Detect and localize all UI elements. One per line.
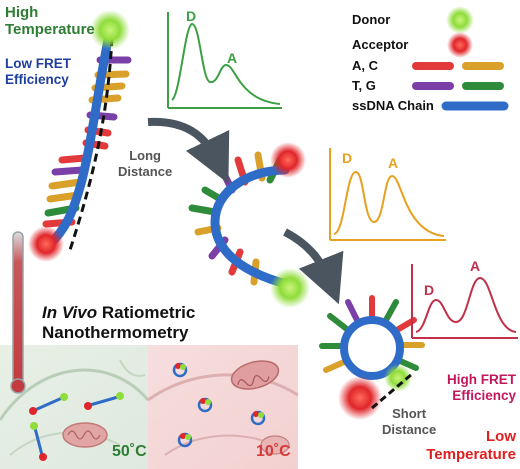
high-fret-line1: High FRET	[447, 372, 516, 387]
in-vivo-text: In Vivo	[42, 303, 98, 322]
high-temperature-label: High Temperature	[5, 4, 95, 38]
high-temp-line1: High	[5, 4, 39, 21]
legend-acceptor-label: Acceptor	[352, 37, 409, 52]
short-distance-line2: Distance	[382, 422, 437, 437]
legend-tg-label: T, G	[352, 78, 376, 93]
cell-panel-50c	[0, 345, 150, 469]
arrow-bent-to-loop	[283, 228, 344, 305]
spectrum-mid-temp	[329, 148, 446, 241]
short-distance-label: Short Distance	[382, 406, 436, 438]
low-fret-line2: Efficiency	[5, 72, 69, 87]
probe-cool-3	[177, 432, 193, 448]
spectrum2-acceptor-letter: A	[388, 155, 399, 171]
spectrum-high-temp	[167, 12, 282, 109]
high-fret-label: High FRET Efficiency	[428, 372, 516, 404]
temp-50c-badge: 50˚C	[112, 443, 147, 461]
probe-warm-2	[84, 392, 124, 410]
title-line1: In Vivo Ratiometric	[42, 303, 195, 323]
probe-cool-4	[250, 410, 266, 426]
low-fret-label: Low FRET Efficiency	[5, 56, 71, 88]
long-distance-label: Long Distance	[118, 148, 172, 180]
ratiometric-text: Ratiometric	[97, 303, 196, 322]
nanothermometry-title: In Vivo Ratiometric Nanothermometry	[42, 303, 195, 343]
low-temp-line2: Temperature	[426, 446, 516, 463]
probe-warm-3	[30, 422, 47, 461]
title-line2: Nanothermometry	[42, 323, 189, 342]
probe-cool-2	[197, 397, 213, 413]
spectrum3-acceptor-letter: A	[470, 258, 481, 274]
probe-warm-1	[29, 393, 68, 415]
low-fret-line1: Low FRET	[5, 56, 71, 71]
low-temperature-label: Low Temperature	[420, 428, 516, 464]
high-fret-line2: Efficiency	[452, 388, 516, 403]
spectrum2-donor-letter: D	[342, 150, 353, 166]
legend-acceptor-swatch	[447, 32, 473, 58]
long-distance-line1: Long	[129, 148, 161, 163]
spectrum1-donor-letter: D	[186, 8, 197, 24]
bent-ssdna	[188, 142, 310, 308]
spectrum-low-temp	[411, 264, 518, 339]
legend-donor-label: Donor	[352, 12, 391, 27]
legend-ac-label: A, C	[352, 58, 378, 73]
short-distance-line1: Short	[392, 406, 427, 421]
legend-donor-swatch	[446, 6, 474, 34]
thermometer-icon	[10, 231, 26, 394]
cell-panel-10c	[147, 345, 299, 469]
stretched-ssdna	[28, 10, 132, 262]
temp-50c-text: 50˚C	[112, 443, 147, 460]
looped-ssdna	[319, 295, 425, 420]
legend-ssdna-label: ssDNA Chain	[352, 98, 434, 113]
long-distance-line2: Distance	[118, 164, 173, 179]
low-temp-line1: Low	[486, 428, 516, 445]
spectrum1-acceptor-letter: A	[227, 50, 238, 66]
temp-10c-badge: 10˚C	[256, 443, 291, 461]
probe-cool-1	[172, 362, 188, 378]
temp-10c-text: 10˚C	[256, 443, 291, 460]
arrow-stretched-to-bent	[147, 117, 230, 184]
high-temp-line2: Temperature	[5, 21, 95, 38]
spectrum3-donor-letter: D	[424, 282, 435, 298]
